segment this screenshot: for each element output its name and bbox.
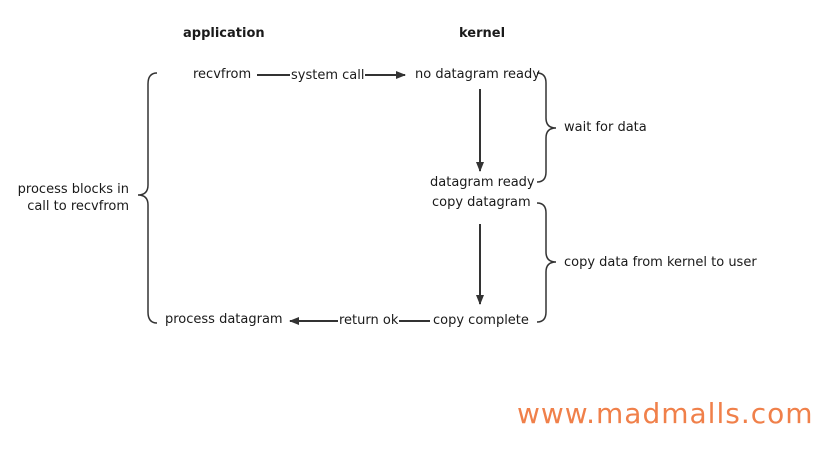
process-blocks-brace — [137, 72, 158, 324]
system-call-label: system call — [290, 68, 366, 84]
process-blocks-label-line1: process blocks in — [17, 182, 129, 197]
wait-for-data-brace — [536, 72, 557, 183]
wait-for-data-label: wait for data — [564, 120, 647, 135]
process-datagram-node: process datagram — [165, 312, 283, 327]
watermark: www.madmalls.com — [517, 397, 814, 430]
copy-data-brace — [536, 202, 557, 323]
no-datagram-ready-node: no datagram ready — [415, 67, 540, 82]
process-blocks-label-line2: call to recvfrom — [27, 199, 129, 214]
copy-complete-node: copy complete — [433, 313, 529, 328]
kernel-header: kernel — [459, 26, 506, 41]
return-ok-label: return ok — [338, 313, 400, 329]
copy-data-label: copy data from kernel to user — [564, 255, 757, 270]
copy-datagram-node: copy datagram — [432, 195, 531, 210]
recvfrom-node: recvfrom — [193, 67, 252, 82]
application-header: application — [183, 26, 265, 41]
datagram-ready-node: datagram ready — [430, 175, 535, 190]
